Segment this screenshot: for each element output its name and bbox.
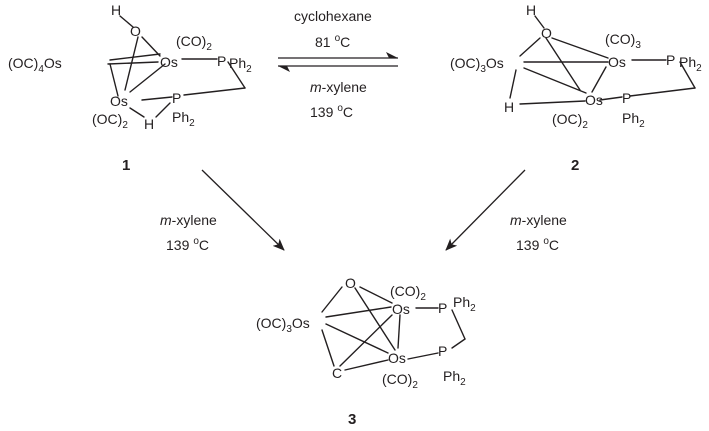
- right-solvent: m-xylene: [510, 212, 567, 228]
- forward-solvent: cyclohexane: [294, 8, 372, 24]
- c2-os-right: Os: [608, 54, 626, 70]
- c1-ph-top: Ph2: [229, 55, 252, 75]
- c2-co-bottom: (OC)2: [552, 111, 588, 131]
- c2-ph-bottom: Ph2: [622, 110, 645, 130]
- c1-p-bottom: P: [172, 90, 181, 106]
- c1-p-top: P: [217, 53, 226, 69]
- compound-1: H O (CO)2 (OC)4Os Os P Ph2 Os P Ph2 (OC)…: [8, 2, 252, 174]
- left-solvent: m-xylene: [160, 212, 217, 228]
- c1-os-left: (OC)4Os: [8, 55, 62, 75]
- c1-h-bridge: H: [144, 116, 154, 132]
- c2-p-bottom: P: [622, 90, 631, 106]
- c3-ph-top: Ph2: [453, 294, 476, 314]
- reverse-solvent: m-xylene: [310, 79, 367, 95]
- compound-3-number: 3: [348, 411, 356, 428]
- c3-co-bottom: (CO)2: [382, 371, 418, 391]
- c1-ph-bottom: Ph2: [172, 109, 195, 129]
- c3-carbon: C: [332, 365, 342, 381]
- compound-2-number: 2: [571, 157, 579, 174]
- compound-2: H O (CO)3 (OC)3Os Os P Ph2 H Os P Ph2 (O…: [450, 2, 702, 174]
- compound-3: O (CO)2 (OC)3Os Os P Ph2 Os P Ph2 C (CO)…: [256, 275, 476, 428]
- c1-os-bottom: Os: [110, 93, 128, 109]
- c1-oxygen: O: [130, 23, 141, 39]
- c3-oxygen: O: [345, 275, 356, 291]
- c1-os-right: Os: [160, 54, 178, 70]
- c3-co-top: (CO)2: [390, 283, 426, 303]
- c2-h-bridge: H: [504, 99, 514, 115]
- c1-co-top: (CO)2: [176, 33, 212, 53]
- c2-p-top: P: [666, 52, 675, 68]
- c3-os-right: Os: [392, 301, 410, 317]
- c1-co-bottom: (OC)2: [92, 111, 128, 131]
- c3-os-left: (OC)3Os: [256, 315, 310, 335]
- c2-h-oh: H: [526, 2, 536, 18]
- c3-ph-bottom: Ph2: [443, 368, 466, 388]
- c2-oxygen: O: [541, 25, 552, 41]
- c3-p-top: P: [438, 300, 447, 316]
- compound-1-number: 1: [122, 157, 130, 174]
- c2-os-left: (OC)3Os: [450, 55, 504, 75]
- c2-os-bottom: Os: [585, 92, 603, 108]
- c1-h-oh: H: [111, 2, 121, 18]
- c3-p-bottom: P: [438, 343, 447, 359]
- c2-ph-top: Ph2: [679, 54, 702, 74]
- c3-os-bottom: Os: [388, 350, 406, 366]
- c2-co-top: (CO)3: [605, 31, 641, 51]
